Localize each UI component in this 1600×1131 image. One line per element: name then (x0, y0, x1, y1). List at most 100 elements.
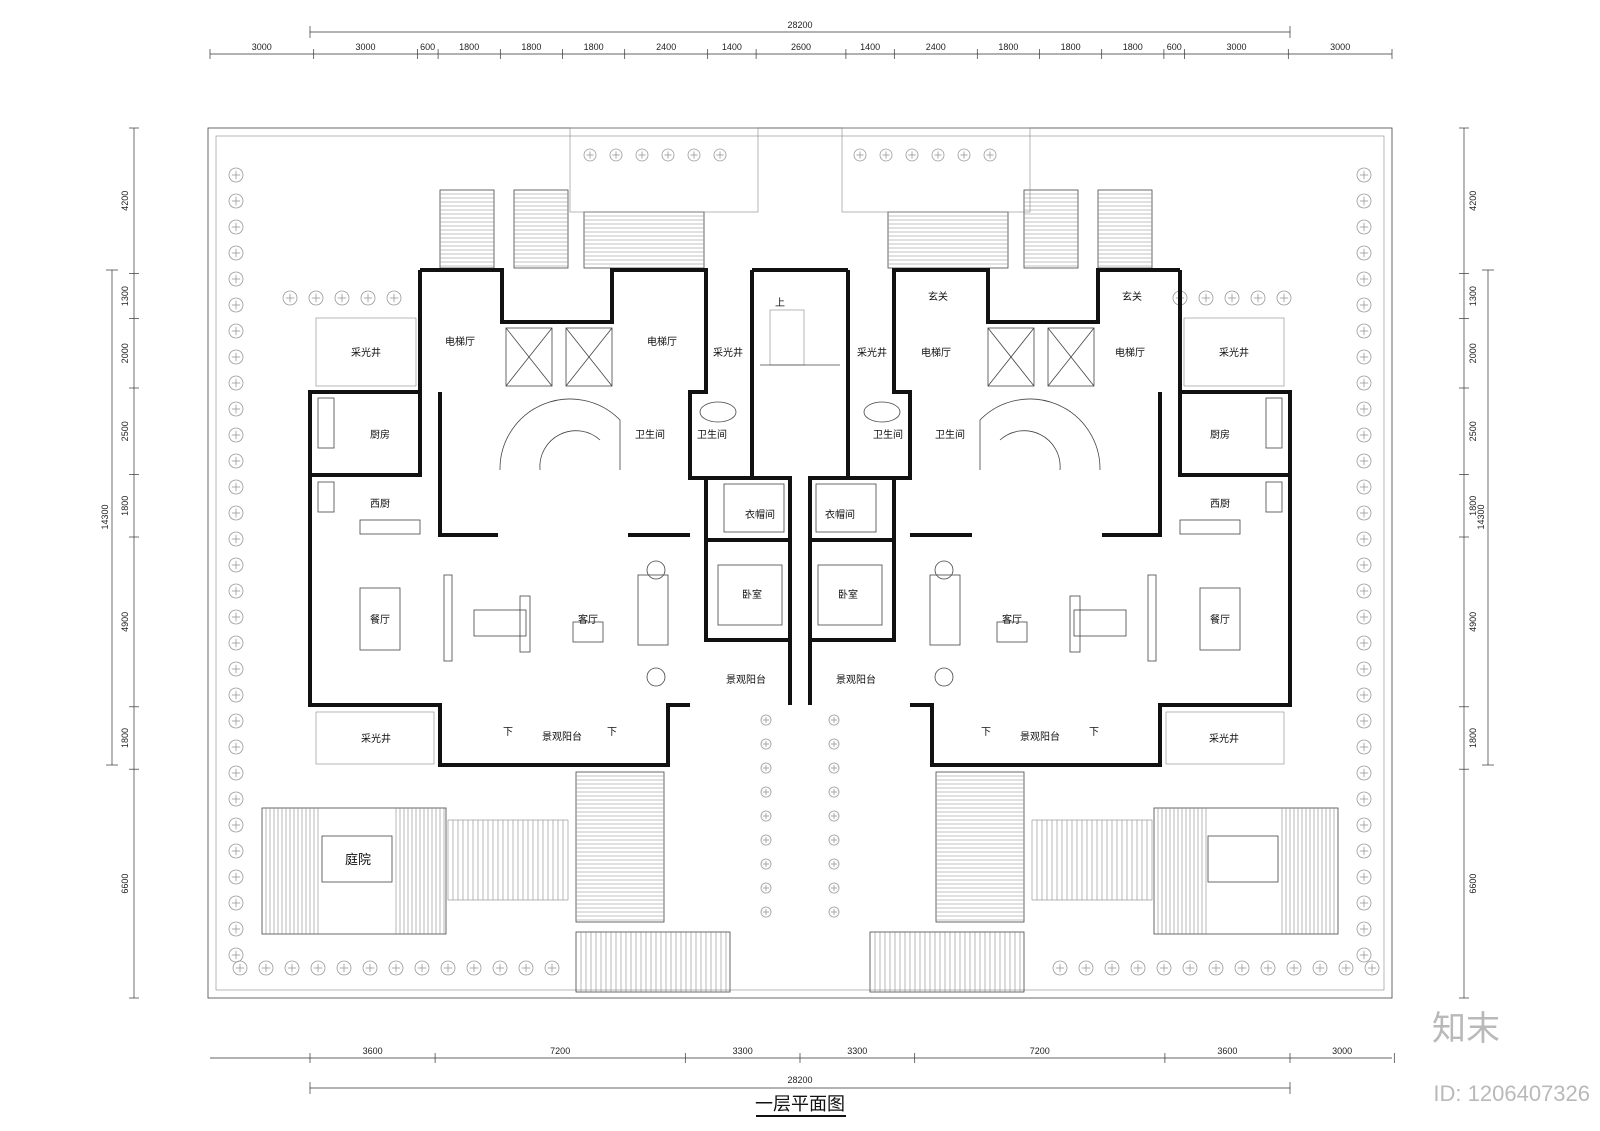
label-elevator-hall-left: 电梯厅 (445, 335, 475, 348)
left-dimension-4: 1800 (120, 496, 130, 516)
tree-118 (760, 810, 772, 822)
tree-96 (1338, 960, 1354, 976)
tree-31 (1356, 557, 1372, 573)
top-dimension-11: 1800 (998, 42, 1018, 52)
tree-124 (760, 882, 772, 894)
interior-details (315, 309, 1285, 765)
label-down-right-1: 下 (981, 727, 991, 738)
top-total-dimension: 28200 (787, 20, 812, 30)
tree-11 (1356, 297, 1372, 313)
tree-53 (1356, 843, 1372, 859)
tree-13 (1356, 323, 1372, 339)
right-dimension-6: 1800 (1468, 728, 1478, 748)
tree-76 (336, 960, 352, 976)
tree-89 (1156, 960, 1172, 976)
left-total-dimension: 14300 (100, 504, 110, 529)
tree-71 (1276, 290, 1292, 306)
label-balcony-right-1: 景观阳台 (836, 673, 876, 686)
bottom-dimension-1: 7200 (550, 1046, 570, 1056)
deck-boards (265, 775, 1335, 992)
tree-15 (1356, 349, 1372, 365)
tree-70 (1250, 290, 1266, 306)
tree-51 (1356, 817, 1372, 833)
walls-right-unit (808, 268, 1292, 767)
bottom-dimension-3: 3300 (847, 1046, 867, 1056)
tree-125 (828, 882, 840, 894)
tree-84 (544, 960, 560, 976)
tree-0 (228, 167, 244, 183)
tree-33 (1356, 583, 1372, 599)
tree-117 (828, 786, 840, 798)
tree-111 (828, 714, 840, 726)
tree-55 (1356, 869, 1372, 885)
top-dimension-4: 1800 (521, 42, 541, 52)
tree-61 (1356, 947, 1372, 963)
tree-103 (713, 148, 727, 162)
tree-21 (1356, 427, 1372, 443)
top-dimension-7: 1400 (722, 42, 742, 52)
watermark-logo: 知末 (1432, 1009, 1500, 1049)
tree-12 (228, 323, 244, 339)
top-dimension-6: 2400 (656, 42, 676, 52)
label-lightwell-right-bottom: 采光井 (1209, 732, 1239, 745)
tree-126 (760, 906, 772, 918)
stair-treads (440, 193, 1152, 267)
label-bedroom-right: 卧室 (838, 588, 858, 601)
tree-64 (334, 290, 350, 306)
tree-32 (228, 583, 244, 599)
label-closet-right: 衣帽间 (825, 508, 855, 521)
tree-24 (228, 479, 244, 495)
right-dimension-1: 1300 (1468, 286, 1478, 306)
label-lightwell-left-mid: 采光井 (713, 346, 743, 359)
label-balcony-left-2: 景观阳台 (542, 730, 582, 743)
left-dimension-6: 1800 (120, 728, 130, 748)
tree-77 (362, 960, 378, 976)
right-dimension-5: 4900 (1468, 612, 1478, 632)
top-dimension-15: 3000 (1226, 42, 1246, 52)
right-dimension-2: 2000 (1468, 343, 1478, 363)
label-courtyard: 庭院 (345, 852, 371, 868)
tree-52 (228, 843, 244, 859)
label-dining-left: 餐厅 (370, 613, 390, 626)
tree-36 (228, 635, 244, 651)
tree-104 (853, 148, 867, 162)
left-dimension-5: 4900 (120, 612, 130, 632)
tree-85 (1052, 960, 1068, 976)
landscape-trees (228, 148, 1380, 976)
site-inner-boundary (215, 135, 1385, 991)
right-dimension-7: 6600 (1468, 874, 1478, 894)
tree-66 (386, 290, 402, 306)
right-total-dimension: 14300 (1476, 504, 1486, 529)
courtyard-decks (261, 771, 1339, 993)
label-bathroom-left-2: 卫生间 (697, 428, 727, 441)
left-dimension-2: 2000 (120, 343, 130, 363)
tree-108 (957, 148, 971, 162)
tree-120 (760, 834, 772, 846)
label-lightwell-right-top: 采光井 (1219, 346, 1249, 359)
tree-42 (228, 713, 244, 729)
tree-27 (1356, 505, 1372, 521)
label-living-left: 客厅 (578, 613, 598, 626)
tree-87 (1104, 960, 1120, 976)
label-kitchen-left: 厨房 (370, 428, 390, 441)
top-dimension-0: 3000 (252, 42, 272, 52)
tree-50 (228, 817, 244, 833)
label-living-right: 客厅 (1002, 613, 1022, 626)
tree-39 (1356, 661, 1372, 677)
label-elevator-hall-right-2: 电梯厅 (1115, 346, 1145, 359)
label-up-center: 上 (775, 297, 785, 309)
tree-54 (228, 869, 244, 885)
tree-78 (388, 960, 404, 976)
tree-94 (1286, 960, 1302, 976)
label-down-left-1: 下 (503, 727, 513, 738)
tree-79 (414, 960, 430, 976)
tree-49 (1356, 791, 1372, 807)
tree-113 (828, 738, 840, 750)
tree-99 (609, 148, 623, 162)
top-dimension-3: 1800 (459, 42, 479, 52)
